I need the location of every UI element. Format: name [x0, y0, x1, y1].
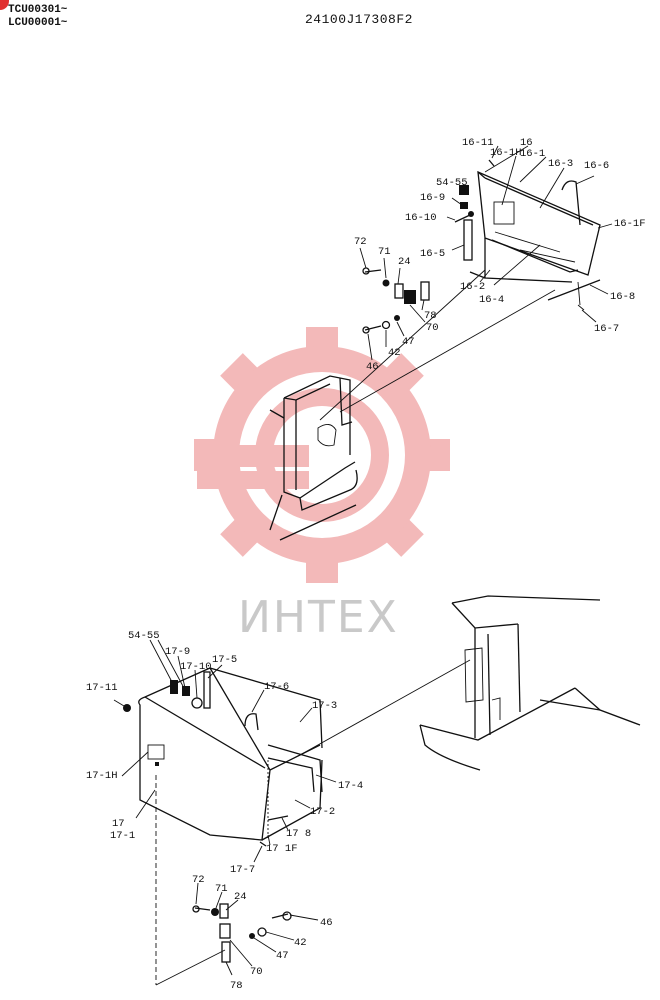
callout-16-9: 16-9 — [420, 192, 445, 204]
serial-range-2: LCU00001~ — [8, 17, 68, 29]
callout-16-11: 16-11 — [462, 137, 494, 149]
callout-16-2: 16-2 — [460, 281, 485, 293]
callout-16-4: 16-4 — [479, 294, 504, 306]
bottom-callouts: 54-55 17-9 17-10 17-5 17-11 17-6 17-3 17… — [86, 630, 363, 992]
top-assembly-drawing — [269, 159, 601, 541]
callout-78: 78 — [230, 980, 243, 992]
callout-24: 24 — [398, 256, 411, 268]
callout-17-9: 17-9 — [165, 646, 190, 658]
callout-42: 42 — [388, 347, 401, 359]
callout-47: 47 — [402, 336, 415, 348]
callout-46: 46 — [366, 361, 379, 373]
callout-17-7: 17-7 — [230, 864, 255, 876]
callout-17-1: 17-1 — [110, 830, 135, 842]
callout-17-4: 17-4 — [338, 780, 363, 792]
callout-17-2: 17-2 — [310, 806, 335, 818]
top-callouts: 16-11 16 16-1H 16-1 16-3 16-6 54-55 16-9… — [354, 137, 646, 373]
callout-42: 42 — [294, 937, 307, 949]
callout-16-6: 16-6 — [584, 160, 609, 172]
callout-16-1F: 16-1F — [614, 218, 646, 230]
callout-16-10: 16-10 — [405, 212, 437, 224]
callout-70: 70 — [426, 322, 439, 334]
callout-47: 47 — [276, 950, 289, 962]
callout-17-5: 17-5 — [212, 654, 237, 666]
callout-16-5: 16-5 — [420, 248, 445, 260]
callout-78: 78 — [424, 310, 437, 322]
callout-70: 70 — [250, 966, 263, 978]
callout-16-7: 16-7 — [594, 323, 619, 335]
callout-17-11: 17-11 — [86, 682, 118, 694]
callout-16-1H: 16-1H — [490, 147, 522, 159]
callout-72: 72 — [354, 236, 367, 248]
callout-72: 72 — [192, 874, 205, 886]
callout-46: 46 — [320, 917, 333, 929]
callout-17-6: 17-6 — [264, 681, 289, 693]
corner-mark — [0, 0, 9, 10]
callout-17-8: 17 8 — [286, 828, 311, 840]
bottom-leaders — [113, 639, 337, 976]
callout-16-8: 16-8 — [610, 291, 635, 303]
callout-17-10: 17-10 — [180, 661, 212, 673]
callout-71: 71 — [215, 883, 228, 895]
callout-16-1: 16-1 — [520, 148, 545, 160]
bottom-assembly-drawing — [123, 595, 641, 986]
callout-16-3: 16-3 — [548, 158, 573, 170]
callout-17-1F: 17 1F — [266, 843, 298, 855]
watermark-text: ИНТЕХ — [238, 592, 399, 643]
callout-54-55: 54-55 — [436, 177, 468, 189]
callout-17: 17 — [112, 818, 125, 830]
callout-17-1H: 17-1H — [86, 770, 118, 782]
callout-54-55: 54-55 — [128, 630, 160, 642]
callout-71: 71 — [378, 246, 391, 258]
callout-24: 24 — [234, 891, 247, 903]
top-leaders — [359, 145, 613, 361]
callout-16: 16 — [520, 137, 533, 149]
callout-17-3: 17-3 — [312, 700, 337, 712]
document-number: 24100J17308F2 — [305, 12, 413, 27]
serial-range-1: TCU00301~ — [8, 4, 68, 16]
